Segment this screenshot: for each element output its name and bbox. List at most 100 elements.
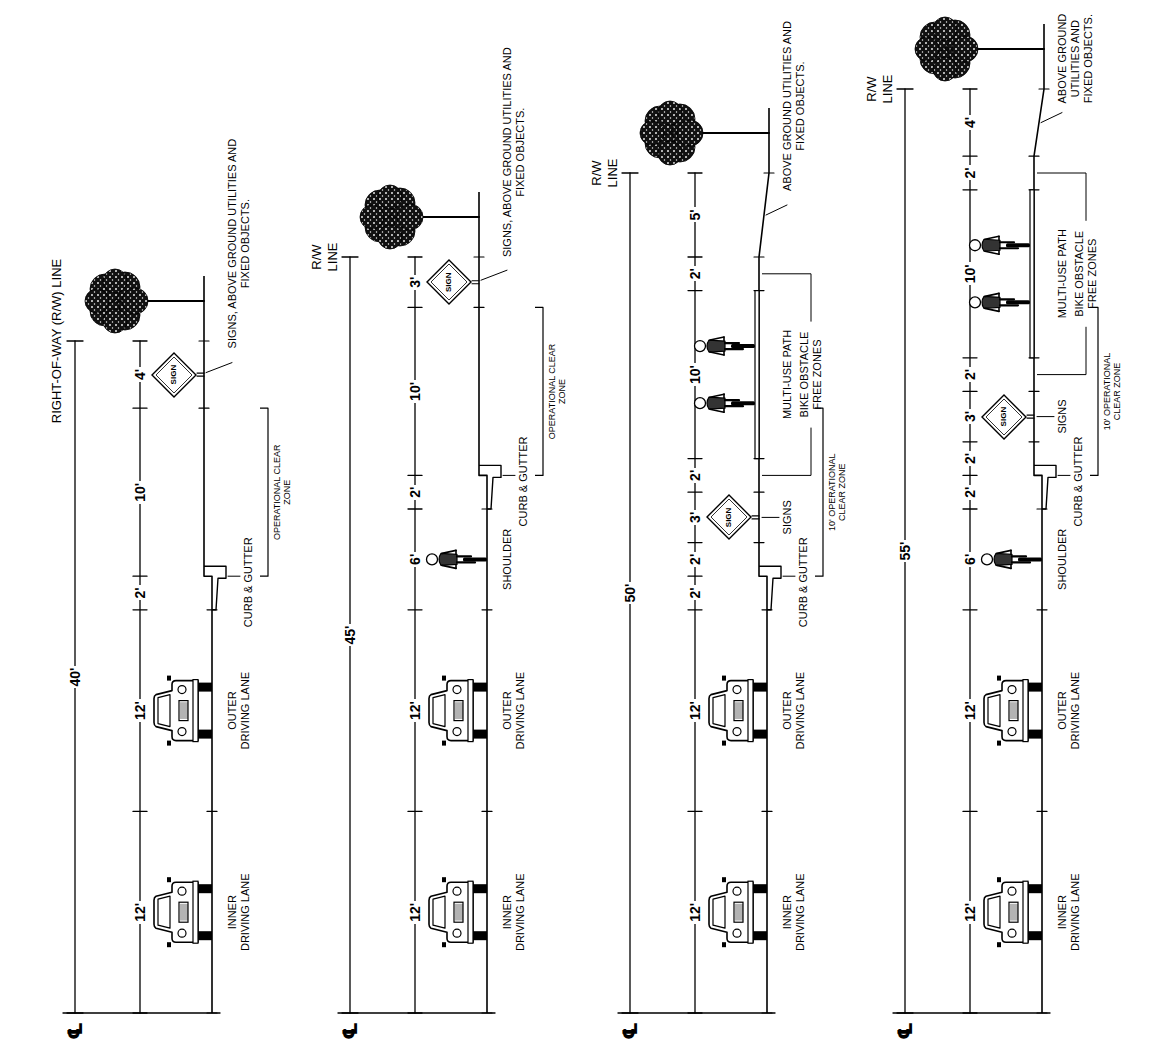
curb-and-gutter bbox=[204, 566, 226, 610]
dimension-tick bbox=[688, 576, 702, 577]
segment-width: 2' bbox=[963, 165, 978, 180]
grille-bar bbox=[1017, 703, 1018, 719]
car-headlight bbox=[178, 728, 186, 736]
rider-arm bbox=[985, 293, 999, 296]
car-bumper bbox=[748, 680, 753, 742]
rider-helmet bbox=[970, 240, 981, 251]
tree-canopy bbox=[933, 17, 957, 41]
rider-leg bbox=[1012, 555, 1026, 557]
car-grille bbox=[1009, 902, 1018, 922]
segment-width: 4' bbox=[133, 367, 148, 382]
car-wheel bbox=[473, 730, 487, 739]
segment-width: 12' bbox=[408, 901, 423, 924]
car-headlight bbox=[733, 929, 741, 937]
rider-leg bbox=[1000, 247, 1018, 249]
leader-line bbox=[783, 576, 795, 577]
car-body bbox=[154, 882, 198, 942]
car-bumper bbox=[468, 881, 473, 943]
rider-arm bbox=[710, 352, 724, 355]
car-windshield bbox=[713, 896, 725, 928]
dimension-tick bbox=[622, 1012, 638, 1013]
segment-width: 12' bbox=[133, 699, 148, 722]
dimension-tick bbox=[963, 508, 977, 509]
ground-tick bbox=[1029, 441, 1039, 442]
dimension-tick bbox=[133, 811, 147, 812]
overall-width: 40' bbox=[68, 666, 83, 689]
car-grille bbox=[454, 902, 463, 922]
segment-width: 12' bbox=[688, 699, 703, 722]
ground-tick bbox=[762, 811, 772, 812]
grille-bar bbox=[1013, 703, 1014, 719]
sign-diamond: SIGN bbox=[151, 352, 197, 398]
ground-tick bbox=[762, 609, 772, 610]
car-wheel bbox=[198, 931, 212, 940]
bike-zone-label: BIKE OBSTACLE FREE ZONES bbox=[798, 325, 824, 425]
ground-tick bbox=[482, 1012, 492, 1013]
shoulder-label: SHOULDER bbox=[1056, 529, 1069, 590]
ground-tick bbox=[482, 508, 492, 509]
path-label: MULTI-USE PATH bbox=[781, 330, 794, 419]
centerline bbox=[63, 1012, 220, 1013]
dimension-tick bbox=[963, 609, 977, 610]
grille-bar bbox=[462, 703, 463, 719]
ground-tick bbox=[199, 340, 209, 341]
lane-label: INNER DRIVING LANE bbox=[781, 871, 807, 953]
car-wheel bbox=[1028, 931, 1042, 940]
ground-tick bbox=[207, 1012, 217, 1013]
car-headlight bbox=[1008, 728, 1016, 736]
grille-bar bbox=[458, 904, 459, 920]
centerline-symbol: ℄ bbox=[340, 1022, 360, 1040]
car-windshield bbox=[158, 896, 170, 928]
fixed-objects-note: ABOVE GROUND UTILITIES AND FIXED OBJECTS… bbox=[1056, 9, 1096, 109]
grille-bar bbox=[742, 904, 743, 920]
sign-diamond: SIGN bbox=[981, 394, 1027, 440]
car-grille bbox=[734, 701, 743, 721]
dimension-tick bbox=[67, 340, 83, 341]
dimension-tick bbox=[408, 609, 422, 610]
dimension-tick bbox=[897, 1012, 913, 1013]
car-mirror bbox=[442, 877, 446, 882]
tree-canopy bbox=[933, 57, 957, 81]
car-mirror bbox=[722, 741, 726, 746]
tree-canopy bbox=[103, 309, 127, 333]
centerline-symbol: ℄ bbox=[65, 1022, 85, 1040]
rider-torso bbox=[439, 553, 457, 565]
grille-bar bbox=[738, 904, 739, 920]
segment-width: 4' bbox=[963, 115, 978, 130]
segment-width: 3' bbox=[688, 510, 703, 525]
tree-canopy bbox=[658, 141, 682, 165]
leader-line bbox=[1041, 113, 1062, 123]
car-mirror bbox=[722, 942, 726, 947]
car-mirror bbox=[997, 741, 1001, 746]
rider-arm bbox=[442, 550, 456, 553]
grille-bar bbox=[1015, 703, 1016, 719]
grille-bar bbox=[458, 703, 459, 719]
centerline bbox=[338, 1012, 495, 1013]
segment-width: 12' bbox=[963, 699, 978, 722]
segment-width: 10' bbox=[408, 380, 423, 403]
dimension-tick bbox=[67, 1012, 83, 1013]
path-slab bbox=[1030, 190, 1034, 358]
car-mirror bbox=[722, 877, 726, 882]
sign-diamond-outline bbox=[982, 395, 1026, 439]
rider-helmet bbox=[970, 297, 981, 308]
car-mirror bbox=[167, 676, 171, 681]
car-wheel bbox=[198, 730, 212, 739]
overall-width: 55' bbox=[898, 540, 913, 563]
tree-canopy bbox=[378, 225, 402, 249]
bike-wheel bbox=[731, 344, 755, 348]
rider-arm bbox=[985, 251, 999, 254]
lane-label: OUTER DRIVING LANE bbox=[501, 670, 527, 752]
segment-width: 2' bbox=[133, 585, 148, 600]
tree-canopy bbox=[658, 101, 682, 125]
car-bumper bbox=[1023, 881, 1028, 943]
dimension-tick bbox=[408, 307, 422, 308]
car-body bbox=[709, 882, 753, 942]
segment-dimension-line bbox=[414, 257, 415, 1013]
segment-width: 2' bbox=[688, 266, 703, 281]
ground-tick bbox=[754, 492, 764, 493]
dimension-tick bbox=[133, 1012, 147, 1013]
segment-width: 10' bbox=[688, 363, 703, 386]
grille-bar bbox=[1011, 703, 1012, 719]
car-windshield bbox=[158, 695, 170, 727]
